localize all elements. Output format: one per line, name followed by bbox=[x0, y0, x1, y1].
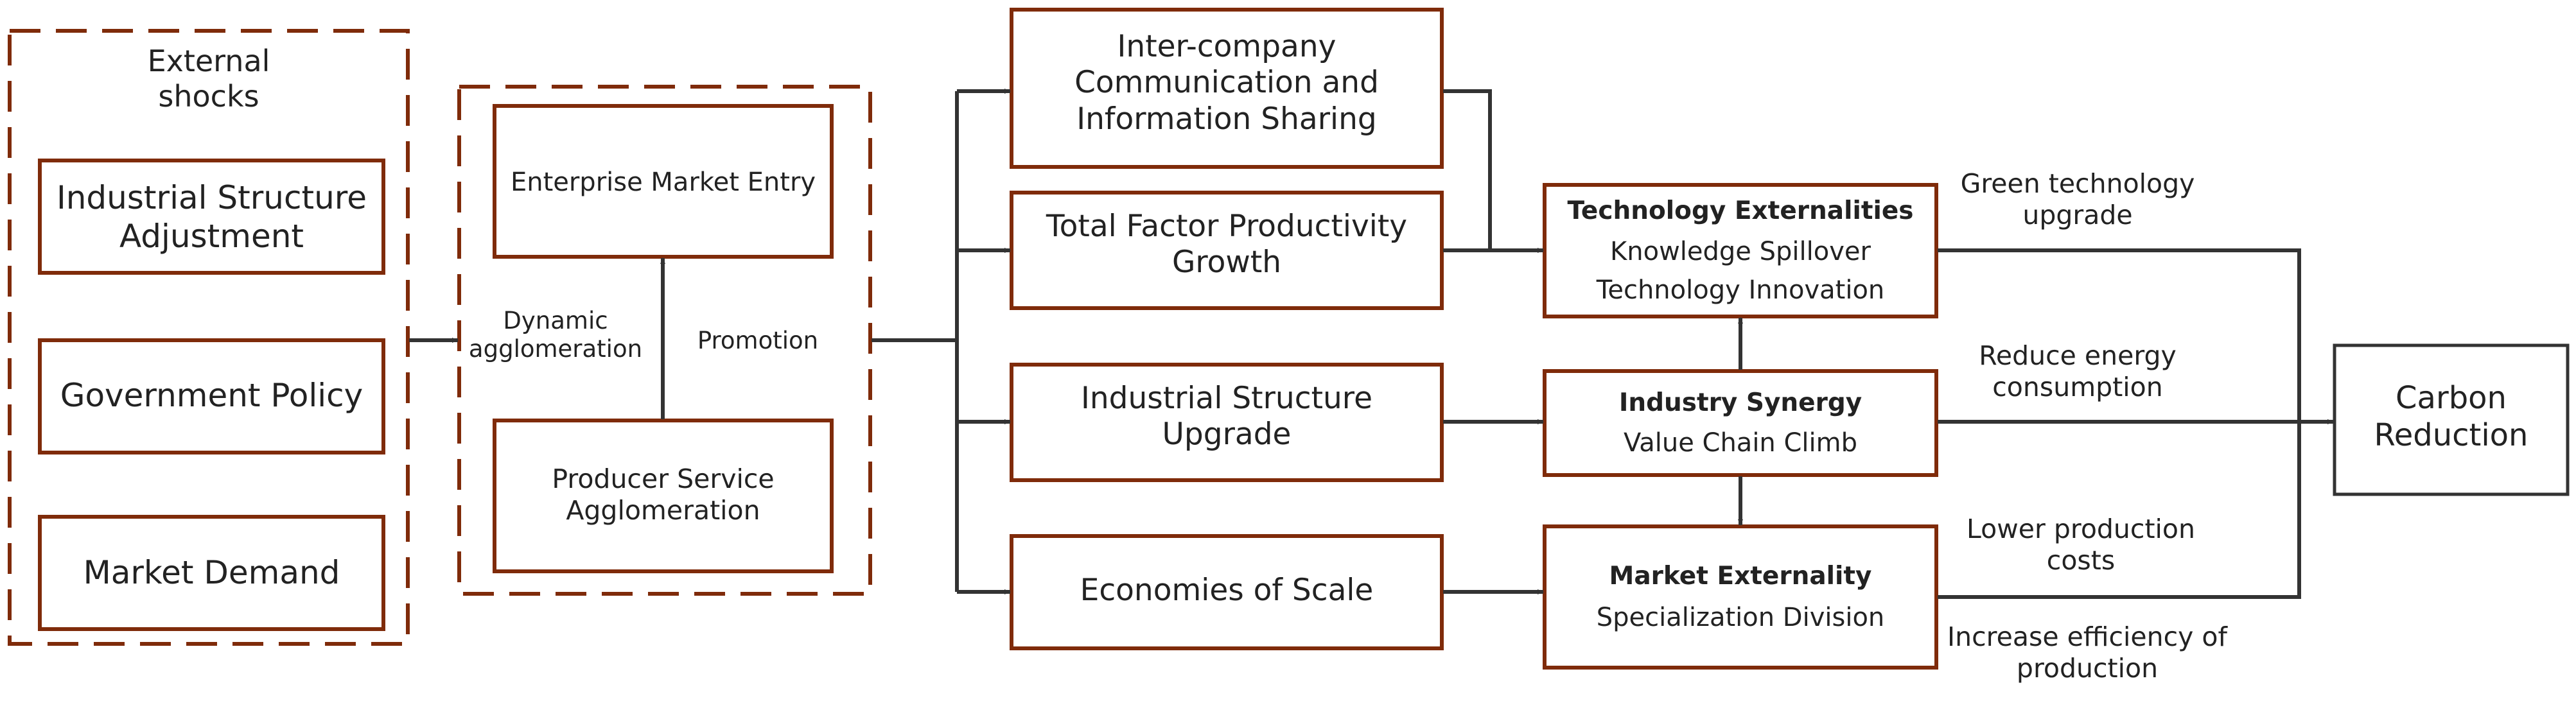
industry-synergy-box bbox=[1543, 369, 1938, 477]
external-shocks-title: External shocks bbox=[147, 44, 270, 114]
lower-production-costs-label: Lower production costs bbox=[1966, 514, 2195, 576]
reduce-energy-consumption-label: Reduce energy consumption bbox=[1979, 340, 2177, 403]
green-technology-upgrade-label: Green technology upgrade bbox=[1960, 168, 2195, 231]
enterprise-market-entry-label: Enterprise Market Entry bbox=[510, 168, 816, 197]
channel-label-tfp: Total Factor Productivity Growth bbox=[1046, 209, 1408, 281]
external-shocks-frame bbox=[8, 29, 410, 646]
channel-box-communication bbox=[1010, 8, 1444, 169]
industry-synergy-title: Industry Synergy bbox=[1618, 388, 1862, 417]
carbon-reduction-box bbox=[2333, 343, 2570, 496]
government-policy-label: Government Policy bbox=[60, 377, 364, 414]
carbon-reduction-label: Carbon Reduction bbox=[2374, 380, 2528, 453]
promotion-label: Promotion bbox=[697, 327, 819, 354]
market-externality-title: Market Externality bbox=[1609, 562, 1872, 591]
market-demand-label: Market Demand bbox=[83, 554, 340, 591]
value-chain-climb-label: Value Chain Climb bbox=[1623, 428, 1858, 458]
industrial-structure-adjustment-box bbox=[38, 159, 385, 275]
channel-box-tfp bbox=[1010, 191, 1444, 310]
technology-externalities-title: Technology Externalities bbox=[1567, 196, 1914, 225]
market-demand-box bbox=[38, 515, 385, 631]
producer-service-label: Producer Service Agglomeration bbox=[552, 463, 775, 526]
industrial-structure-adjustment-label: Industrial Structure Adjustment bbox=[57, 179, 367, 255]
enterprise-market-entry-box bbox=[493, 104, 834, 259]
increase-efficiency-label: Increase efficiency of production bbox=[1947, 621, 2227, 684]
dynamic-agglomeration-label: Dynamic agglomeration bbox=[468, 307, 643, 363]
connector-market-to-result bbox=[1938, 422, 2301, 599]
connector-technology-to-result bbox=[1938, 248, 2301, 422]
technology-innovation-label: Technology Innovation bbox=[1596, 275, 1885, 305]
agglomeration-frame bbox=[457, 85, 872, 596]
connector-communication-to-technology bbox=[1443, 89, 1492, 250]
channel-box-structure bbox=[1010, 363, 1444, 482]
channel-label-scale: Economies of Scale bbox=[1080, 573, 1374, 608]
channel-label-structure: Industrial Structure Upgrade bbox=[1080, 381, 1372, 453]
specialization-division-label: Specialization Division bbox=[1596, 603, 1885, 632]
government-policy-box bbox=[38, 338, 385, 454]
channel-box-scale bbox=[1010, 534, 1444, 650]
producer-service-box bbox=[493, 419, 834, 573]
market-externality-box bbox=[1543, 524, 1938, 670]
channel-label-communication: Inter-company Communication and Informat… bbox=[1074, 29, 1379, 137]
technology-externalities-box bbox=[1543, 183, 1938, 318]
knowledge-spillover-label: Knowledge Spillover bbox=[1610, 237, 1871, 266]
